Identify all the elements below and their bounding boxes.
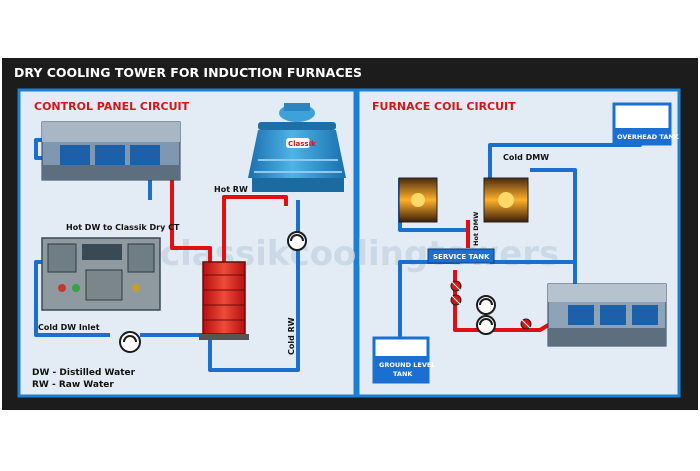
pump-right-b <box>476 315 496 335</box>
cold-dmw-pipe <box>530 168 577 285</box>
legend-rw: RW - Raw Water <box>32 380 114 390</box>
furnace-photo-b <box>483 177 529 223</box>
furnace-photo-a <box>398 177 438 223</box>
valve-3 <box>520 318 532 330</box>
control-panel-title: CONTROL PANEL CIRCUIT <box>34 100 190 113</box>
plate-heat-exchanger <box>199 261 249 340</box>
cold-dw-inlet-pipe <box>34 260 110 337</box>
label-ground-tank-2: TANK <box>393 370 413 378</box>
label-cold-dmw: Cold DMW <box>503 153 549 162</box>
tower-top-ring <box>258 122 336 130</box>
legend-dw: DW - Distilled Water <box>32 368 136 378</box>
label-ground-tank-1: GROUND LEVEL <box>379 361 435 369</box>
valve-2 <box>450 294 462 306</box>
label-overhead-tank: OVERHEAD TANK <box>617 133 680 141</box>
cooling-tower: Classik <box>248 103 346 192</box>
electrical-panel <box>41 237 161 311</box>
tower-base <box>252 178 344 192</box>
label-service-tank: SERVICE TANK <box>433 253 490 261</box>
hot-rw-pipe <box>222 195 288 262</box>
label-hot-rw: Hot RW <box>214 185 248 194</box>
pump-right-a <box>476 295 496 315</box>
service-tank: SERVICE TANK <box>427 248 495 264</box>
label-hot-dw-to-ct: Hot DW to Classik Dry CT <box>66 223 180 232</box>
cold-rw-pipe <box>208 200 300 372</box>
label-hot-dmw: Hot DMW <box>472 212 480 246</box>
label-cold-rw: Cold RW <box>287 317 296 355</box>
left-hot-pipes <box>170 172 288 262</box>
hot-dw-pipe <box>170 172 212 262</box>
tower-logo-badge <box>286 138 310 148</box>
header-title: DRY COOLING TOWER FOR INDUCTION FURNACES <box>14 65 362 80</box>
label-cold-dw-inlet: Cold DW Inlet <box>38 323 100 332</box>
pump-cold-dw <box>119 331 141 353</box>
tower-body <box>248 130 346 178</box>
ground-level-tank: GROUND LEVEL TANK <box>372 336 435 384</box>
pump-cold-rw <box>287 231 307 251</box>
tower-fan <box>284 103 310 111</box>
coil-equipment-photo <box>547 283 667 347</box>
furnace-coil-title: FURNACE COIL CIRCUIT <box>372 100 516 113</box>
tower-logo: Classik <box>288 140 316 148</box>
valve-1 <box>450 280 462 292</box>
control-room-photo <box>41 121 181 181</box>
overhead-tank: OVERHEAD TANK <box>612 102 680 146</box>
